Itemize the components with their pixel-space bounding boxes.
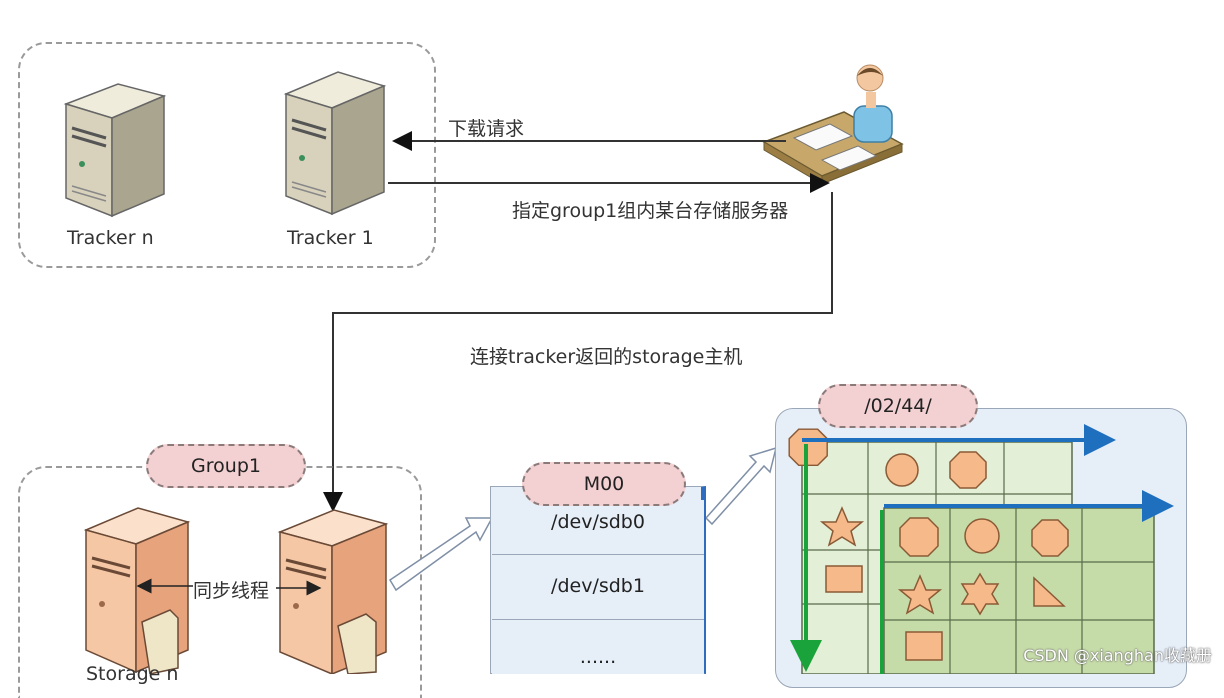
m00-title: M00 xyxy=(522,462,686,506)
tracker-n-label: Tracker n xyxy=(67,227,154,249)
tracker-n-server-icon xyxy=(63,83,167,218)
disk-more: ...... xyxy=(492,620,704,674)
sync-thread-label: 同步线程 xyxy=(193,576,270,603)
top-flow-arrows xyxy=(323,131,833,512)
directory-grids xyxy=(788,424,1174,674)
sync-arrows xyxy=(136,446,778,596)
connect-storage-label: 连接tracker返回的storage主机 xyxy=(470,346,743,368)
group1-title: Group1 xyxy=(146,444,306,488)
client-user-icon xyxy=(762,64,904,185)
assign-server-label: 指定group1组内某台存储服务器 xyxy=(512,200,789,222)
csdn-watermark: CSDN @xianghan收藏册 xyxy=(1023,646,1212,665)
disk-sdb0: /dev/sdb0 xyxy=(492,500,704,555)
tracker-1-server-icon xyxy=(283,71,387,216)
directory-title: /02/44/ xyxy=(818,384,978,428)
download-request-label: 下载请求 xyxy=(448,118,525,140)
tracker-cluster-box xyxy=(18,42,436,268)
storage-1-server-icon xyxy=(277,509,389,674)
disk-sdb1: /dev/sdb1 xyxy=(492,555,704,620)
tracker-1-label: Tracker 1 xyxy=(287,227,374,249)
storage-n-server-icon xyxy=(83,507,191,674)
